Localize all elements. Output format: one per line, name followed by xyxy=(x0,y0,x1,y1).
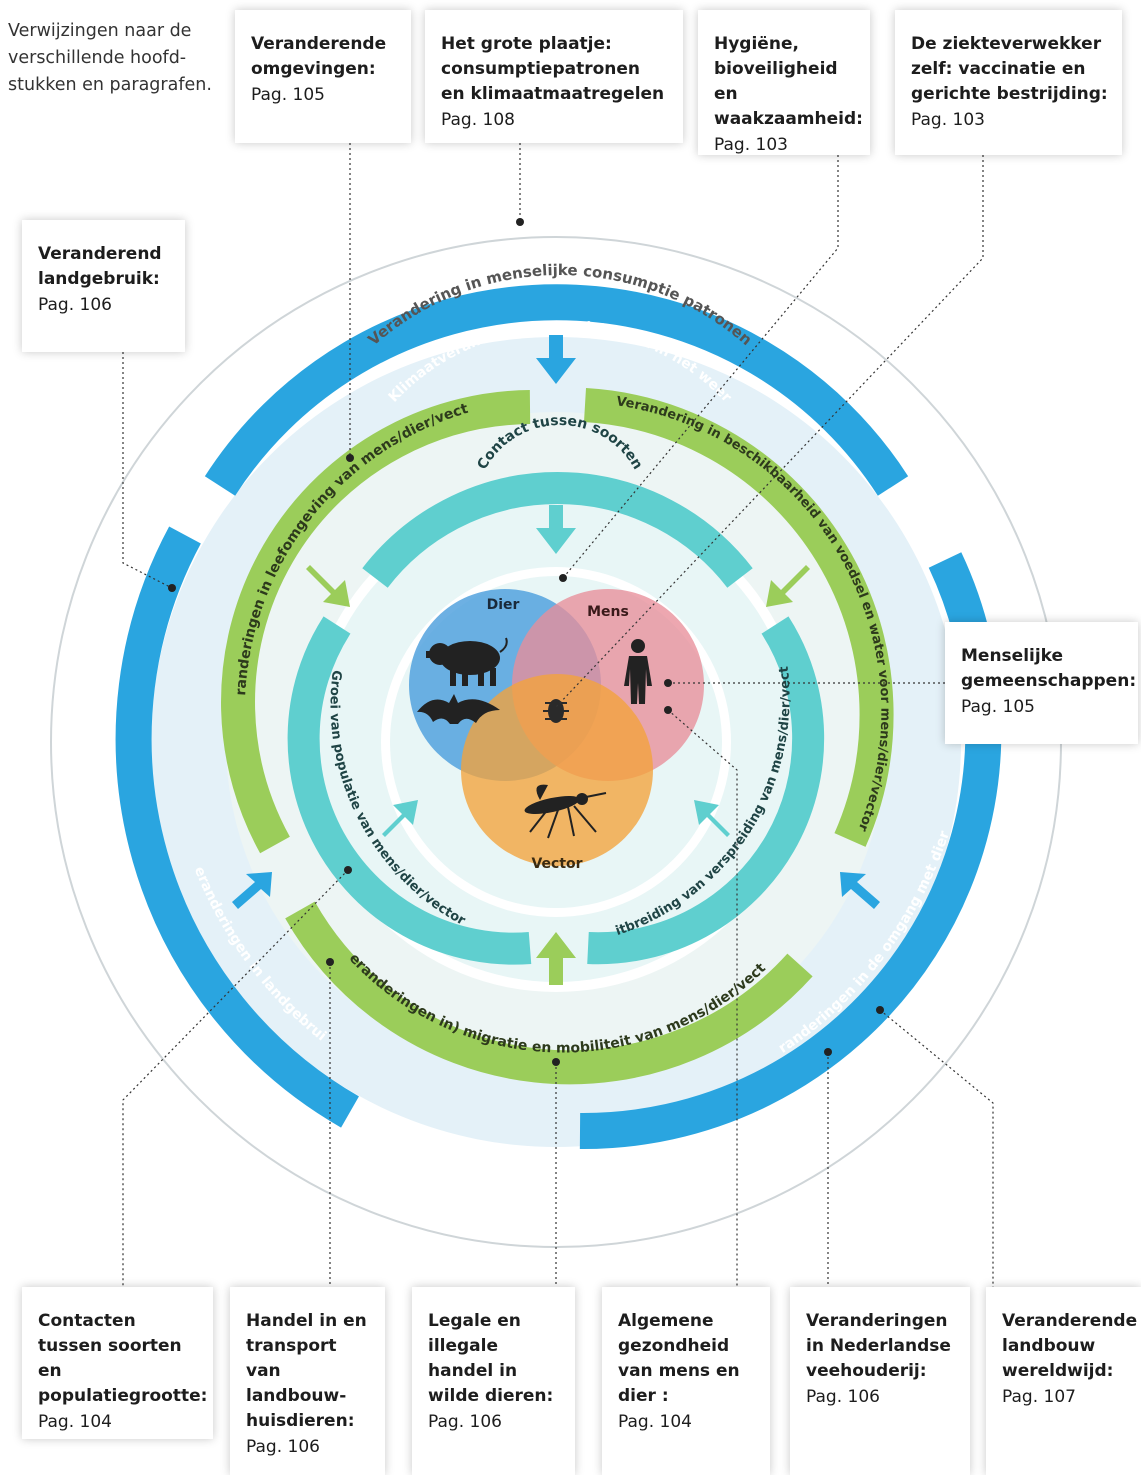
venn-label-vector: Vector xyxy=(531,856,582,872)
venn xyxy=(409,589,704,866)
green-segment-left xyxy=(221,390,531,854)
ref-box-title: Handel in en transport van landbouw-huis… xyxy=(246,1311,367,1431)
arrow-teal-right xyxy=(694,800,730,837)
ref-box-title: Algemene gezondheid van mens en dier : xyxy=(618,1311,740,1406)
ref-box-landbouw-wereldwijd: Veranderende landbouw wereldwijd: Pag. 1… xyxy=(986,1287,1141,1475)
arrows xyxy=(232,335,880,985)
teal-segment-left xyxy=(287,616,532,965)
ref-box-title: Veranderende omgevingen: xyxy=(251,34,387,79)
green-segment-right xyxy=(583,388,894,847)
venn-label-mens: Mens xyxy=(587,604,629,620)
ref-box-menselijke-gemeenschappen: Menselijke gemeenschappen: Pag. 105 xyxy=(945,622,1138,744)
human-icon xyxy=(624,639,652,704)
ref-box-page: Pag. 106 xyxy=(246,1437,320,1457)
arrow-blue-left xyxy=(232,872,272,909)
ref-box-landgebruik: Veranderend landgebruik: Pag. 106 xyxy=(22,220,185,352)
pig-icon xyxy=(426,637,508,686)
ref-box-title: Hygiëne, bioveiligheid en waakzaamheid: xyxy=(714,34,863,129)
green-segment-bottom xyxy=(285,901,813,1085)
ref-box-title: Legale en illegale handel in wilde diere… xyxy=(428,1311,554,1406)
ref-box-page: Pag. 105 xyxy=(251,85,325,105)
ref-box-page: Pag. 108 xyxy=(441,110,515,130)
ref-box-page: Pag. 104 xyxy=(38,1412,112,1432)
ref-box-title: De ziekteverwekker zelf: vaccinatie en g… xyxy=(911,34,1108,104)
venn-label-dier: Dier xyxy=(487,597,520,613)
teal-segment-right xyxy=(587,616,825,965)
ref-box-handel-landbouwhuisdieren: Handel in en transport van landbouw-huis… xyxy=(230,1287,385,1475)
ref-box-page: Pag. 105 xyxy=(961,697,1035,717)
intro-text: Verwijzingen naar de verschillende hoofd… xyxy=(8,21,212,95)
ref-box-title: Veranderend landgebruik: xyxy=(38,244,162,289)
ref-box-page: Pag. 103 xyxy=(714,135,788,155)
virus-icon xyxy=(543,699,569,723)
ref-box-nederlandse-veehouderij: Veranderingen in Nederlandse veehouderij… xyxy=(790,1287,970,1475)
ref-box-page: Pag. 106 xyxy=(428,1412,502,1432)
venn-circle-vector xyxy=(461,674,653,866)
ref-box-title: Menselijke gemeenschappen: xyxy=(961,646,1137,691)
ref-box-hygiene: Hygiëne, bioveiligheid en waakzaamheid: … xyxy=(698,10,870,155)
arrow-green-bottom xyxy=(536,932,576,985)
ref-box-title: Het grote plaatje: consumptiepatronen en… xyxy=(441,34,665,104)
bat-icon xyxy=(417,694,500,724)
blue-segment-left xyxy=(115,526,359,1128)
ref-box-title: Veranderende landbouw wereldwijd: xyxy=(1002,1311,1138,1381)
arrow-green-left xyxy=(306,565,350,607)
leader-lines xyxy=(122,143,994,1287)
teal-ring xyxy=(287,471,825,965)
ref-box-grote-plaatje: Het grote plaatje: consumptiepatronen en… xyxy=(425,10,683,143)
arrow-teal-left xyxy=(382,800,418,837)
mosquito-icon xyxy=(524,784,607,839)
blue-segment-top xyxy=(204,284,909,496)
arrow-blue-top xyxy=(536,335,576,384)
ref-box-handel-wilde-dieren: Legale en illegale handel in wilde diere… xyxy=(412,1287,575,1475)
arrow-green-right xyxy=(766,565,810,607)
ref-box-page: Pag. 103 xyxy=(911,110,985,130)
ref-box-algemene-gezondheid: Algemene gezondheid van mens en dier : P… xyxy=(602,1287,770,1475)
ref-box-page: Pag. 106 xyxy=(806,1387,880,1407)
leader-dots xyxy=(168,218,884,1066)
arrow-teal-top xyxy=(536,505,576,554)
green-ring xyxy=(221,388,894,1085)
ref-box-page: Pag. 107 xyxy=(1002,1387,1076,1407)
ref-box-veranderende-omgevingen: Veranderende omgevingen: Pag. 105 xyxy=(235,10,411,143)
ref-box-title: Contacten tussen soorten en populatiegro… xyxy=(38,1311,208,1406)
teal-segment-top xyxy=(362,471,753,588)
ref-box-page: Pag. 106 xyxy=(38,295,112,315)
arrow-blue-right xyxy=(840,872,880,909)
ref-box-page: Pag. 104 xyxy=(618,1412,692,1432)
ref-box-contacten-soorten: Contacten tussen soorten en populatiegro… xyxy=(22,1287,213,1439)
ref-box-ziekteverwekker: De ziekteverwekker zelf: vaccinatie en g… xyxy=(895,10,1122,155)
ref-box-title: Veranderingen in Nederlandse veehouderij… xyxy=(806,1311,951,1381)
